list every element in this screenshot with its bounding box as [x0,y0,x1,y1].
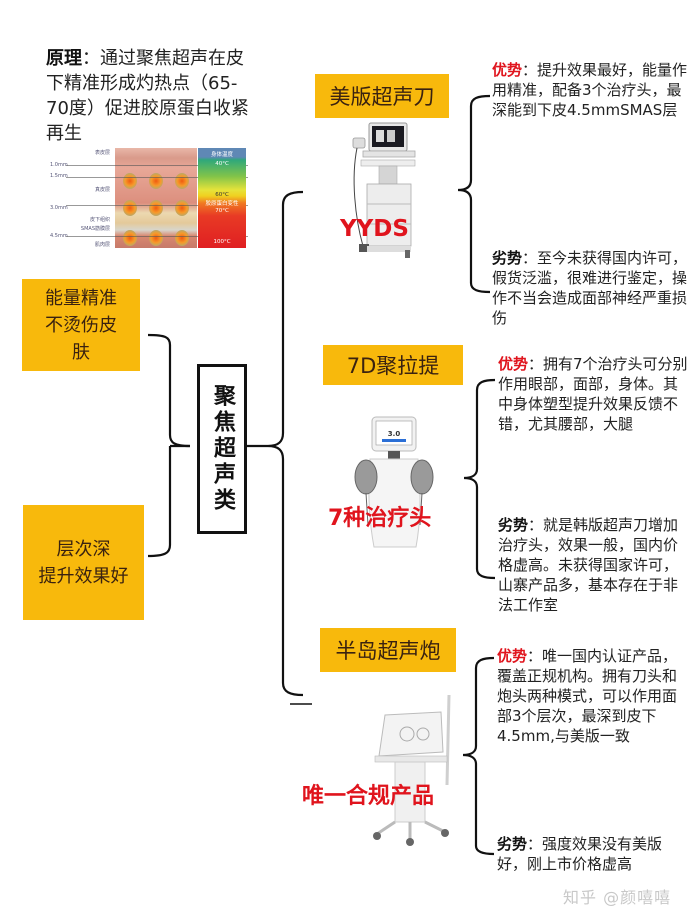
7d-advantage: 优势：拥有7个治疗头可分别作用眼部，面部，身体。其中身体塑型提升效果反馈不错，尤… [498,354,690,434]
temp-label: 40°C [215,161,229,167]
category-box: 聚焦超声类 [197,364,247,534]
depth-label: 1.5mm [50,173,68,179]
peninsula-advantage: 优势：唯一国内认证产品，覆盖正规机构。拥有刀头和炮头两种模式，可以作用面部3个层… [497,646,690,746]
feature-line: 肤 [72,341,90,363]
advantage-text: ：唯一国内认证产品，覆盖正规机构。拥有刀头和炮头两种模式，可以作用面部3个层次，… [497,647,678,745]
product-label-peninsula: 半岛超声炮 [320,628,456,672]
advantage-label: 优势 [497,647,528,665]
layer-label: 皮下组织 [89,217,110,223]
principle-label: 原理 [46,48,82,69]
feature-line: 能量精准 [45,287,117,309]
product-label-7d: 7D聚拉提 [323,345,463,385]
ultherapy-advantage: 优势：提升效果最好，能量作用精准，配备3个治疗头，最深能到下皮4.5mmSMAS… [492,60,690,120]
depth-label: 4.5mm [50,233,68,239]
peninsula-disadvantage: 劣势：强度效果没有美版好，刚上市价格虚高 [497,834,690,874]
disadvantage-label: 劣势 [492,249,523,267]
layer-label: 真皮层 [94,187,110,193]
advantage-label: 优势 [492,61,523,79]
temp-label: 100°C [213,239,231,245]
principle-text: 原理：通过聚焦超声在皮下精准形成灼热点（65-70度）促进胶原蛋白收紧再生 [46,46,256,146]
depth-label: 1.0mm [50,162,68,168]
feature-line: 不烫伤皮 [45,314,117,336]
product-label-ultherapy: 美版超声刀 [315,74,449,118]
ultherapy-disadvantage: 劣势：至今未获得国内许可，假货泛滥，很难进行鉴定，操作不当会造成面部神经严重损伤 [492,248,690,328]
7d-machine-image: 3.0 [354,416,434,548]
temp-label: 60°C [215,192,229,198]
principle-body: ：通过聚焦超声在皮下精准形成灼热点（65-70度）促进胶原蛋白收紧再生 [46,48,249,144]
disadvantage-text: ：就是韩版超声刀增加治疗头，效果一般，国内价格虚高。未获得国家许可，山寨产品多，… [498,516,679,614]
skin-layer-diagram: 表皮层 1.0mm 1.5mm 真皮层 3.0mm 皮下组织 SMAS筋膜层 4… [48,145,248,250]
skin-cross-section [115,148,197,248]
advantage-label: 优势 [498,355,529,373]
category-title: 聚焦超声类 [210,384,235,514]
layer-label: SMAS筋膜层 [80,226,110,232]
disadvantage-text: ：强度效果没有美版好，刚上市价格虚高 [497,835,663,873]
product-tag-only-compliant: 唯一合规产品 [302,784,435,809]
advantage-text: ：提升效果最好，能量作用精准，配备3个治疗头，最深能到下皮4.5mmSMAS层 [492,61,688,119]
layer-label: 肌肉层 [94,242,110,248]
disadvantage-label: 劣势 [498,516,529,534]
feature-line: 提升效果好 [38,565,129,587]
feature-box-precise-energy: 能量精准 不烫伤皮 肤 [22,279,140,371]
temp-label: 身体温度 [210,152,233,158]
advantage-text: ：拥有7个治疗头可分别作用眼部，面部，身体。其中身体塑型提升效果反馈不错，尤其腰… [498,355,688,433]
temp-label: 胶原蛋白变性 [205,201,239,207]
disadvantage-text: ：至今未获得国内许可，假货泛滥，很难进行鉴定，操作不当会造成面部神经严重损伤 [492,249,688,327]
skin-layer-labels: 表皮层 1.0mm 1.5mm 真皮层 3.0mm 皮下组织 SMAS筋膜层 4… [48,145,114,250]
temp-label: 70°C [215,208,229,214]
product-tag-7-heads: 7种治疗头 [328,506,432,531]
feature-line: 层次深 [56,538,111,560]
7d-disadvantage: 劣势：就是韩版超声刀增加治疗头，效果一般，国内价格虚高。未获得国家许可，山寨产品… [498,515,690,615]
disadvantage-label: 劣势 [497,835,528,853]
ultherapy-machine-image [352,122,416,258]
peninsula-machine-image [373,694,451,846]
feature-box-deep-layers: 层次深 提升效果好 [23,505,144,620]
zhihu-watermark: 知乎 @颜嘻嘻 [563,888,672,907]
layer-label: 表皮层 [94,150,110,156]
depth-label: 3.0mm [50,205,68,211]
product-tag-yyds: YYDS [340,216,409,242]
screen-value: 3.0 [388,430,401,438]
temperature-scale: 身体温度 40°C 60°C 胶原蛋白变性 70°C 100°C [198,148,246,248]
